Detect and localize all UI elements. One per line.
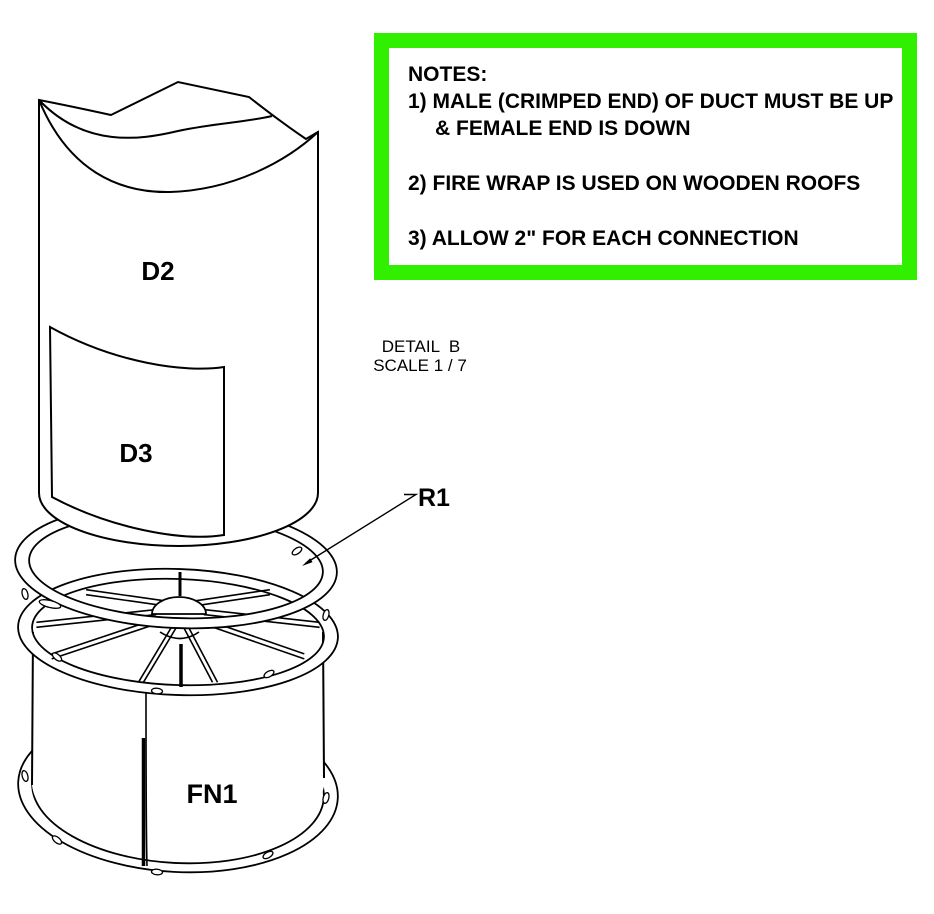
duct-d2: [38, 80, 319, 547]
fan-bottom-flange-holes: [21, 769, 330, 876]
label-d2: D2: [141, 256, 174, 286]
ring-r1-holes: [38, 546, 303, 609]
detail-scale: SCALE 1 / 7: [373, 356, 467, 375]
fan-top-flange: [17, 567, 339, 697]
note-line-2: 2) FIRE WRAP IS USED ON WOODEN ROOFS: [408, 172, 861, 195]
label-fn1: FN1: [186, 779, 237, 809]
fan-body-seam: [141, 691, 148, 867]
note-line-3: 3) ALLOW 2" FOR EACH CONNECTION: [408, 227, 799, 250]
fan-shaft: [178, 572, 183, 687]
detail-title: DETAIL B: [382, 337, 460, 356]
label-r1: R1: [418, 484, 450, 512]
duct-panel-d3: [48, 325, 225, 538]
note-line-1b: & FEMALE END IS DOWN: [435, 117, 691, 140]
r1-leader-line: [302, 493, 419, 566]
note-line-1: 1) MALE (CRIMPED END) OF DUCT MUST BE UP: [408, 90, 894, 113]
label-d3: D3: [119, 438, 152, 468]
notes-box: NOTES: 1) MALE (CRIMPED END) OF DUCT MUS…: [374, 33, 917, 280]
note-spacer: [408, 197, 892, 225]
fan-body: [31, 631, 325, 855]
note-spacer: [408, 142, 892, 170]
fan-top-flange-holes: [21, 587, 330, 695]
notes-title: NOTES:: [408, 63, 488, 86]
fan-hub: [151, 596, 207, 640]
